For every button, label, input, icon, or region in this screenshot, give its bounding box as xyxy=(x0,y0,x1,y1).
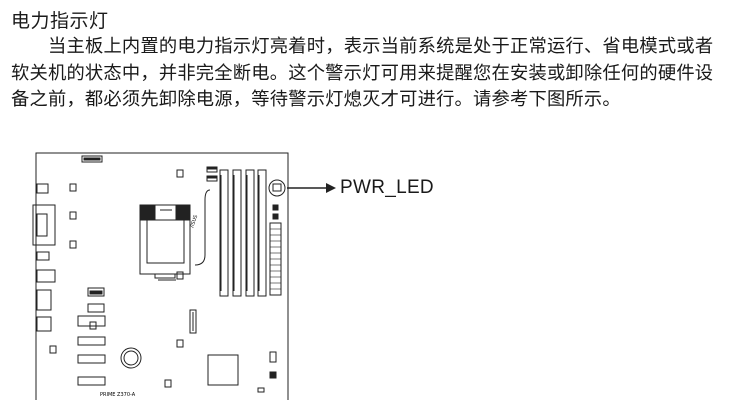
ram-slot xyxy=(219,169,229,297)
io-port xyxy=(32,204,56,246)
m2-slot xyxy=(189,309,197,334)
ram-slot xyxy=(232,169,242,297)
model-text: PRIME Z370-A xyxy=(100,392,136,398)
component xyxy=(69,240,77,249)
io-port xyxy=(36,213,48,237)
io-port xyxy=(36,289,52,311)
ram-slot xyxy=(257,169,267,297)
cmos-battery xyxy=(120,347,142,369)
component xyxy=(176,271,184,280)
cpu-socket-inner xyxy=(146,219,185,264)
pcie-slot xyxy=(77,354,106,364)
body-paragraph: 当主板上内置的电力指示灯亮着时，表示当前系统是处于正常运行、省电模式或者软关机的… xyxy=(11,36,714,110)
component xyxy=(49,345,57,354)
pwr-led-label: PWR_LED xyxy=(340,177,434,198)
header xyxy=(81,155,103,163)
callout-arrowhead xyxy=(326,183,336,193)
io-port xyxy=(36,316,52,332)
component xyxy=(176,169,184,178)
chipset xyxy=(207,354,239,386)
io-port xyxy=(36,269,56,283)
header xyxy=(83,157,101,161)
pcie-slot xyxy=(77,376,106,386)
component xyxy=(69,211,77,220)
io-port xyxy=(36,183,49,194)
ram-slot xyxy=(245,169,255,297)
pcie-slot xyxy=(77,336,106,346)
brand-logo-text: /ISUS xyxy=(189,214,199,228)
component xyxy=(87,287,105,297)
section-title: 电力指示灯 xyxy=(11,10,109,32)
pcie-slot xyxy=(77,315,106,327)
io-port xyxy=(36,251,50,261)
component xyxy=(69,183,77,192)
pwr-led-indicator xyxy=(268,179,286,197)
component xyxy=(87,303,105,313)
board-outline xyxy=(35,152,289,400)
